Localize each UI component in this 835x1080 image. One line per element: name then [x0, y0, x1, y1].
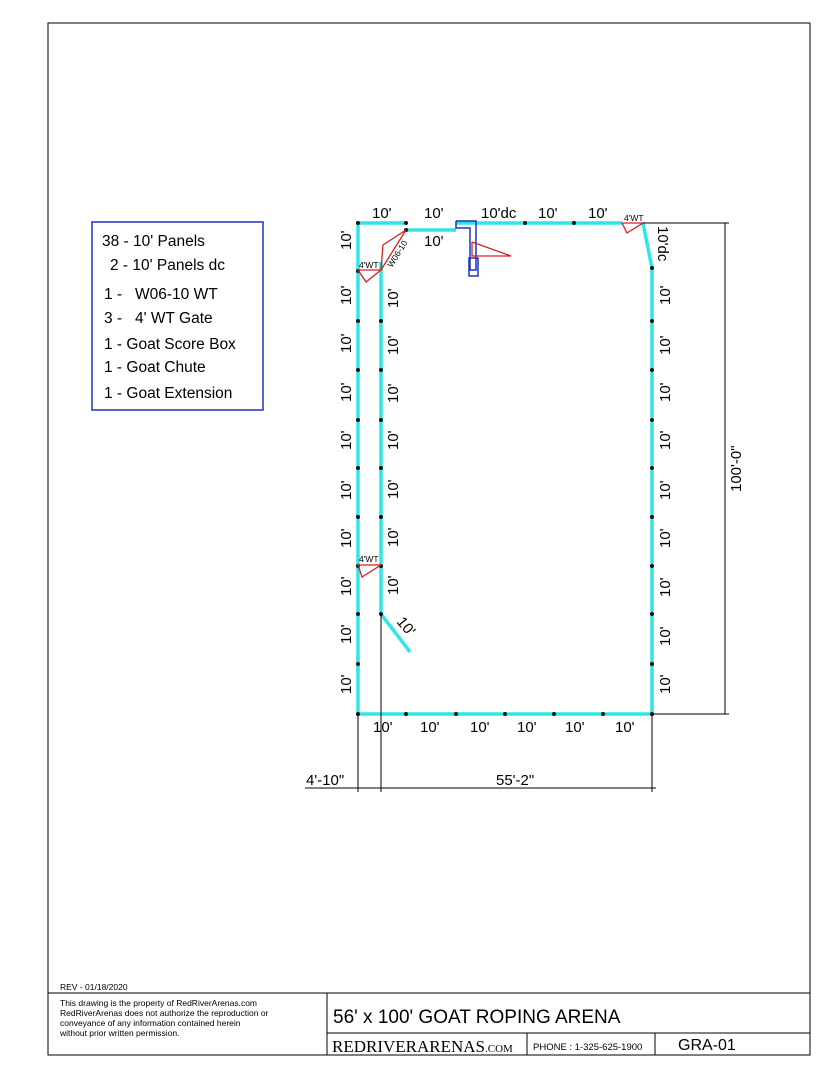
legend-box: 38 - 10' Panels 2 - 10' Panels dc 1 - W0… [91, 221, 264, 411]
revision-date: REV - 01/18/2020 [60, 982, 128, 992]
svg-text:10': 10' [657, 626, 674, 646]
goat-score-box [455, 220, 512, 277]
gate-lower-left: 4'WT [357, 554, 384, 578]
svg-text:10': 10' [517, 719, 537, 736]
svg-text:10': 10' [385, 335, 402, 355]
svg-text:4'WT: 4'WT [624, 213, 644, 223]
svg-text:10': 10' [588, 205, 608, 222]
gate-top-right: 4'WT [620, 213, 646, 234]
svg-text:10': 10' [615, 719, 635, 736]
svg-text:10'dc: 10'dc [654, 226, 671, 262]
svg-text:10': 10' [657, 528, 674, 548]
title-block: REV - 01/18/2020 This drawing is the pro… [48, 982, 810, 1056]
dim-height: 100'-0" [728, 445, 745, 492]
svg-text:W06-10: W06-10 [385, 238, 409, 269]
legend-item: 3 - 4' WT Gate [104, 310, 213, 327]
dim-alley: 4'-10" [306, 772, 344, 789]
svg-text:10': 10' [657, 674, 674, 694]
legend-item: 1 - Goat Chute [104, 359, 206, 376]
bottom-panel-labels: 10' 10' 10' 10' 10' 10' [373, 719, 635, 736]
top-panel-labels: 10' 10' 10'dc 10' 10' 10' [372, 205, 608, 250]
svg-text:10': 10' [657, 430, 674, 450]
svg-text:10': 10' [385, 383, 402, 403]
legend-item: 2 - 10' Panels dc [110, 257, 225, 274]
dimension-lines: 100'-0" 4'-10" 55'-2" [305, 222, 745, 792]
svg-text:10': 10' [657, 335, 674, 355]
svg-text:10': 10' [424, 233, 444, 250]
svg-text:10': 10' [538, 205, 558, 222]
svg-text:4'WT: 4'WT [359, 554, 379, 564]
drawing-title: 56' x 100' GOAT ROPING ARENA [333, 1007, 621, 1028]
svg-text:10': 10' [657, 577, 674, 597]
svg-text:10': 10' [657, 480, 674, 500]
drawing-number: GRA-01 [678, 1037, 736, 1054]
dim-width: 55'-2" [496, 772, 534, 789]
svg-text:10': 10' [657, 285, 674, 305]
svg-text:4'WT: 4'WT [359, 260, 379, 270]
notice-line: RedRiverArenas does not authorize the re… [60, 1008, 269, 1018]
svg-text:10': 10' [470, 719, 490, 736]
svg-text:10': 10' [657, 382, 674, 402]
svg-text:10': 10' [338, 624, 355, 644]
notice-line: without prior written permission. [59, 1028, 180, 1038]
svg-text:10': 10' [385, 430, 402, 450]
svg-text:10': 10' [338, 382, 355, 402]
svg-text:10': 10' [338, 230, 355, 250]
svg-text:10': 10' [565, 719, 585, 736]
drawing-border [47, 22, 811, 1056]
panel-joints [356, 221, 654, 716]
svg-text:10': 10' [338, 285, 355, 305]
legend-item: 1 - Goat Extension [104, 385, 232, 402]
svg-text:10'dc: 10'dc [481, 205, 517, 222]
svg-text:10': 10' [373, 719, 393, 736]
svg-text:10': 10' [338, 430, 355, 450]
phone-number: PHONE : 1-325-625-1900 [533, 1042, 642, 1053]
svg-text:10': 10' [338, 576, 355, 596]
svg-text:10': 10' [338, 528, 355, 548]
notice-line: This drawing is the property of RedRiver… [60, 998, 257, 1008]
brand-name: REDRIVERARENAS.COM [332, 1037, 513, 1056]
legend-item: 38 - 10' Panels [102, 233, 205, 250]
gate-upper-left: 4'WT [356, 260, 383, 283]
svg-text:10': 10' [424, 205, 444, 222]
svg-text:10': 10' [338, 480, 355, 500]
legend-item: 1 - Goat Score Box [104, 336, 236, 353]
svg-text:10': 10' [385, 527, 402, 547]
svg-text:10': 10' [338, 333, 355, 353]
inner-panel-labels: 10' 10' 10' 10' 10' 10' 10' 10' [385, 288, 419, 639]
legend-item: 1 - W06-10 WT [104, 286, 218, 303]
walkthrough-gate: W06-10 [380, 229, 410, 271]
notice-line: conveyance of any information contained … [60, 1018, 241, 1028]
arena-panels [356, 221, 654, 716]
svg-text:10': 10' [420, 719, 440, 736]
svg-text:10': 10' [385, 288, 402, 308]
svg-text:10': 10' [338, 674, 355, 694]
svg-text:10': 10' [385, 479, 402, 499]
right-panel-labels: 10'dc 10' 10' 10' 10' 10' 10' 10' 10' 10… [654, 226, 674, 694]
svg-text:10': 10' [372, 205, 392, 222]
svg-text:10': 10' [385, 575, 402, 595]
left-panel-labels: 10' 10' 10' 10' 10' 10' 10' 10' 10' 10' [338, 230, 355, 694]
